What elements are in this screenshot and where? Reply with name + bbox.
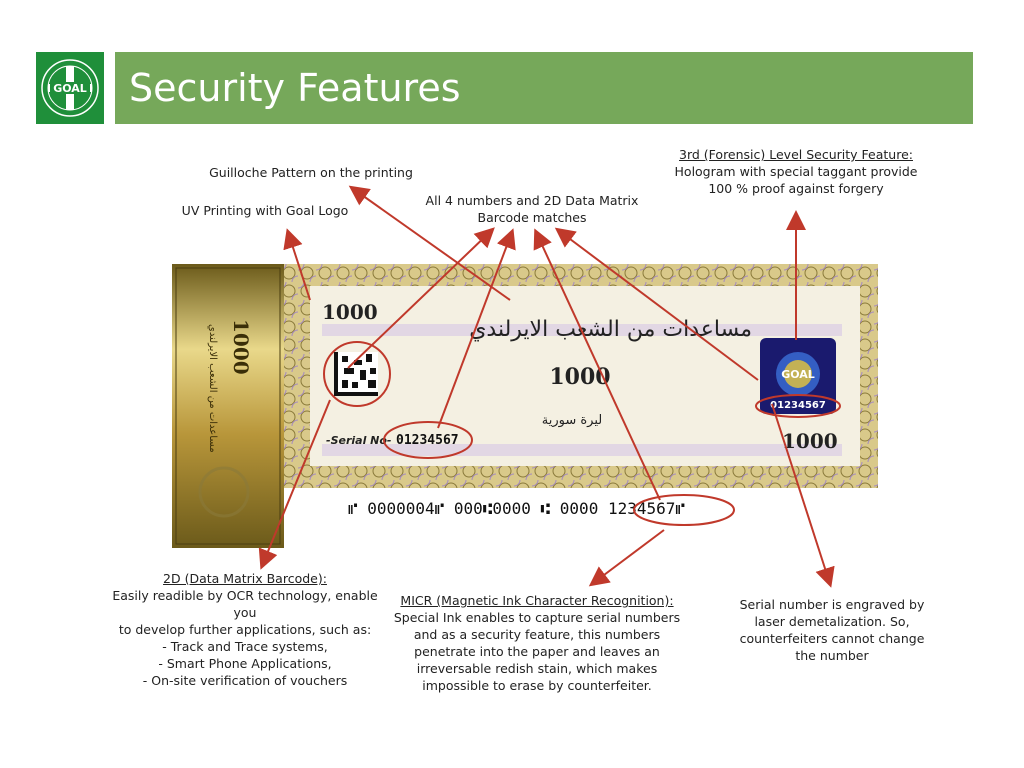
serial-label: -Serial No- xyxy=(326,434,392,447)
micr-line: ⑈ 0000004⑈ 000⑆0000 ⑆ 0000 1234567⑈ xyxy=(348,499,685,518)
forensic-line-2: 100 % proof against forgery xyxy=(708,181,884,196)
datamatrix-annotation: 2D (Data Matrix Barcode): Easily readibl… xyxy=(100,570,390,689)
side-denomination: 1000 xyxy=(229,319,253,375)
goal-watermark-icon xyxy=(198,466,250,518)
hologram: GOAL 01234567 xyxy=(760,338,836,414)
matches-line-2: Barcode matches xyxy=(477,210,587,225)
micr-line-3: penetrate into the paper and leaves an xyxy=(414,644,660,659)
logo-text: GOAL xyxy=(53,82,87,95)
arrow-uv xyxy=(283,228,311,301)
arrow-match-hologram xyxy=(554,227,759,381)
micr-line-2: and as a security feature, this numbers xyxy=(413,627,661,642)
matches-line-1: All 4 numbers and 2D Data Matrix xyxy=(425,193,639,208)
denomination-center: 1000 xyxy=(549,364,610,390)
goal-logo: GOAL xyxy=(36,52,104,124)
goal-logo-icon: GOAL xyxy=(41,59,99,117)
arabic-title: مساعدات من الشعب الايرلندي xyxy=(469,317,752,342)
guilloche-annotation: Guilloche Pattern on the printing xyxy=(196,164,426,181)
micr-line-5: impossible to erase by counterfeiter. xyxy=(422,678,652,693)
datamatrix-heading: 2D (Data Matrix Barcode): xyxy=(163,571,327,586)
uv-annotation: UV Printing with Goal Logo xyxy=(160,202,370,219)
arrow-match-serial xyxy=(437,228,516,429)
denomination-top-left: 1000 xyxy=(322,300,378,324)
datamatrix-bullets: Track and Trace systems, Smart Phone App… xyxy=(100,638,390,689)
arrow-serial-engraved xyxy=(771,403,835,588)
hologram-serial-highlight xyxy=(755,394,841,418)
voucher-image: 1000 مساعدات من الشعب الايرلندي 1000 مسا… xyxy=(172,264,878,548)
data-matrix-barcode xyxy=(334,352,378,396)
guilloche-text: Guilloche Pattern on the printing xyxy=(209,165,413,180)
forensic-annotation: 3rd (Forensic) Level Security Feature: H… xyxy=(668,146,924,197)
micr-line-4: irreversable redish stain, which makes xyxy=(416,661,658,676)
arrow-micr xyxy=(588,529,665,587)
bullet-track-trace: Track and Trace systems, xyxy=(100,638,390,655)
arrow-guilloche xyxy=(348,185,511,301)
micr-line-1: Special Ink enables to capture serial nu… xyxy=(393,610,681,625)
micr-highlight xyxy=(633,494,735,526)
forensic-heading: 3rd (Forensic) Level Security Feature: xyxy=(679,147,913,162)
barcode-highlight xyxy=(323,341,391,407)
arabic-currency: ليرة سورية xyxy=(542,413,602,428)
arrow-match-micr xyxy=(533,228,661,501)
title-bar: Security Features xyxy=(115,52,973,124)
denomination-bottom-right: 1000 xyxy=(782,429,838,453)
datamatrix-line-1: Easily readible by OCR technology, enabl… xyxy=(112,588,378,620)
engraved-line-4: the number xyxy=(795,648,869,663)
serial-number: 01234567 xyxy=(396,433,459,448)
page-title: Security Features xyxy=(129,66,461,110)
micr-heading: MICR (Magnetic Ink Character Recognition… xyxy=(400,593,674,608)
hologram-logo-text: GOAL xyxy=(781,368,815,381)
serial-engraved-annotation: Serial number is engraved by laser demet… xyxy=(722,596,942,664)
side-arabic: مساعدات من الشعب الايرلندي xyxy=(207,324,218,453)
bullet-onsite: On-site verification of vouchers xyxy=(100,672,390,689)
micr-annotation: MICR (Magnetic Ink Character Recognition… xyxy=(392,592,682,694)
datamatrix-line-2: to develop further applications, such as… xyxy=(118,622,372,637)
engraved-line-2: laser demetalization. So, xyxy=(754,614,910,629)
bullet-smartphone: Smart Phone Applications, xyxy=(100,655,390,672)
serial-highlight xyxy=(383,421,473,459)
gold-strip xyxy=(172,264,284,548)
arrow-datamatrix xyxy=(258,399,331,570)
forensic-line-1: Hologram with special taggant provide xyxy=(674,164,918,179)
uv-text: UV Printing with Goal Logo xyxy=(181,203,349,218)
arrow-match-barcode xyxy=(347,227,495,369)
engraved-line-3: counterfeiters cannot change xyxy=(739,631,925,646)
engraved-line-1: Serial number is engraved by xyxy=(739,597,925,612)
matches-annotation: All 4 numbers and 2D Data Matrix Barcode… xyxy=(412,192,652,226)
hologram-serial: 01234567 xyxy=(770,400,826,411)
